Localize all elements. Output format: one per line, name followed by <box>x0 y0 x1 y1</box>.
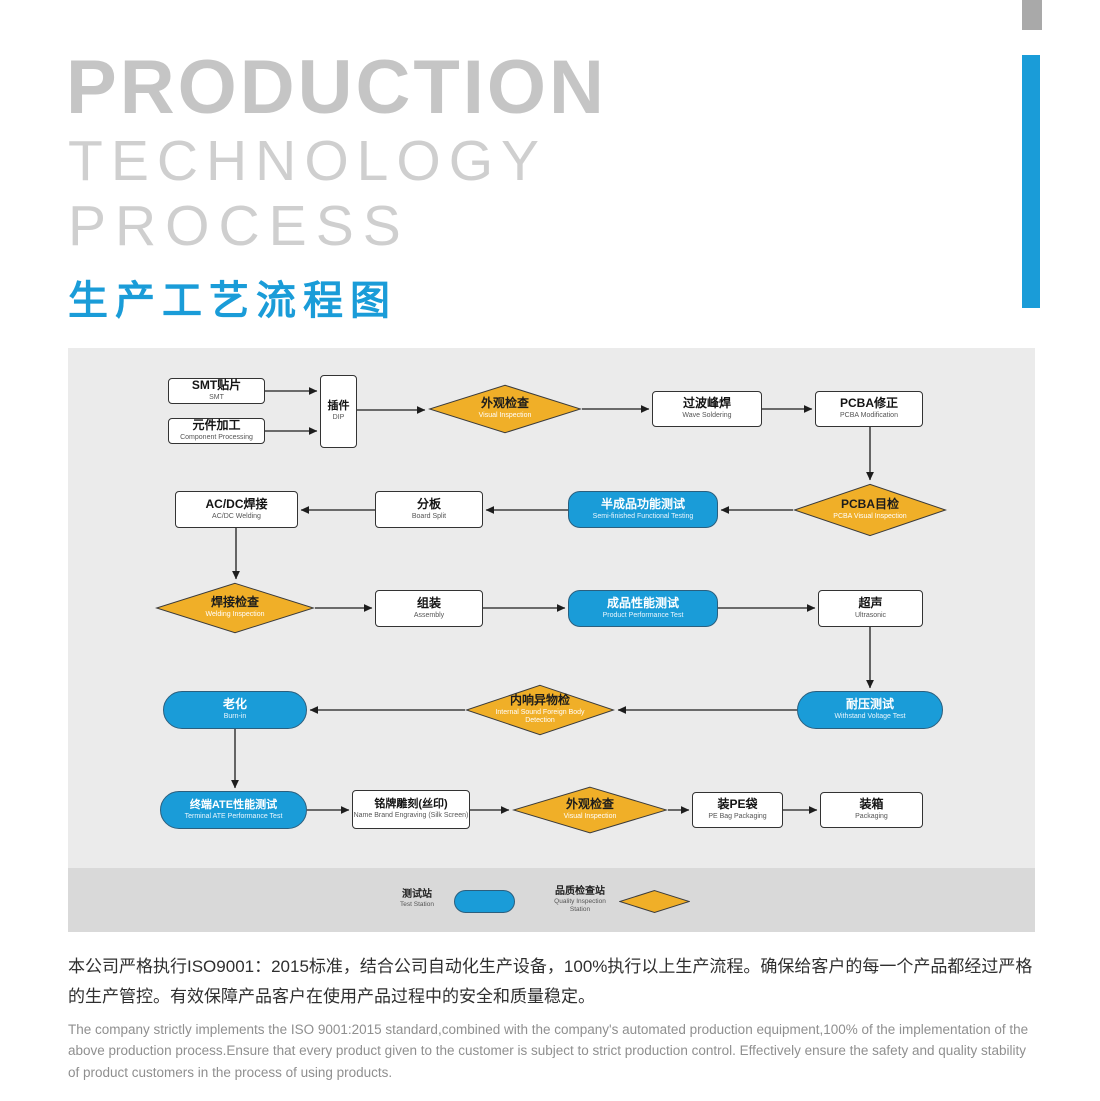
node-label: 铭牌雕刻(丝印) <box>374 798 448 811</box>
node-label: PCBA修正 <box>839 396 898 411</box>
node-sublabel: Product Performance Test <box>602 611 684 619</box>
node-label: 外观检查 <box>480 396 529 411</box>
legend-test-station-shape <box>454 890 515 913</box>
node-label: 终端ATE性能测试 <box>189 798 278 811</box>
node-sublabel: AC/DC Welding <box>212 512 261 520</box>
node-ultrasonic: 超声 Ultrasonic <box>818 590 923 627</box>
node-pcba-visual-inspection: PCBA目检 PCBA Visual Inspection <box>793 483 947 537</box>
node-label: 装箱 <box>859 797 884 812</box>
node-pcba-modification: PCBA修正 PCBA Modification <box>815 391 923 427</box>
node-label: 过波峰焊 <box>682 396 731 411</box>
node-internal-sound-detection: 内响异物检 Internal Sound Foreign Body Detect… <box>465 684 615 736</box>
node-acdc-welding: AC/DC焊接 AC/DC Welding <box>175 491 298 528</box>
node-label: 半成品功能测试 <box>600 496 685 511</box>
subtitle-chinese: 生产工艺流程图 <box>68 279 397 323</box>
node-label: 外观检查 <box>565 797 614 812</box>
legend-quality-station-shape <box>619 890 690 913</box>
node-sublabel: PCBA Modification <box>840 412 898 420</box>
node-sublabel: Ultrasonic <box>854 611 887 619</box>
paragraph-english: The company strictly implements the ISO … <box>68 1021 1029 1080</box>
node-label: SMT贴片 <box>191 378 242 393</box>
node-wave-soldering: 过波峰焊 Wave Soldering <box>652 391 762 427</box>
node-label: AC/DC焊接 <box>205 496 268 511</box>
node-sublabel: Visual Inspection <box>563 813 617 821</box>
node-visual-inspection-2: 外观检查 Visual Inspection <box>512 786 668 834</box>
node-burn-in: 老化 Burn-in <box>163 691 307 729</box>
legend-label-text: 品质检查站 <box>555 886 605 897</box>
legend-sublabel-text: Quality Inspection Station <box>554 898 606 913</box>
node-sublabel: Withstand Voltage Test <box>834 713 906 721</box>
node-smt: SMT贴片 SMT <box>168 378 265 404</box>
node-label: 焊接检查 <box>210 595 259 610</box>
node-sublabel: Semi-finished Functional Testing <box>592 512 694 520</box>
legend-test-station-label: 测试站 Test Station <box>386 889 448 909</box>
node-terminal-ate-test: 终端ATE性能测试 Terminal ATE Performance Test <box>160 791 307 829</box>
node-label: PCBA目检 <box>840 497 899 512</box>
node-product-performance-test: 成品性能测试 Product Performance Test <box>568 590 718 627</box>
node-sublabel: Welding Inspection <box>205 611 265 619</box>
node-board-split: 分板 Board Split <box>375 491 483 528</box>
title-process: PROCESS <box>68 194 410 258</box>
legend-strip <box>68 868 1035 932</box>
node-sublabel: Burn-in <box>223 713 247 721</box>
node-sublabel: PCBA Visual Inspection <box>833 513 907 521</box>
paragraph-chinese: 本公司严格执行ISO9001：2015标准，结合公司自动化生产设备，100%执行… <box>68 957 1033 1006</box>
node-sublabel: Component Processing <box>180 434 253 442</box>
diamond-shape <box>512 786 668 834</box>
title-technology: TECHNOLOGY <box>68 129 548 193</box>
title-production: PRODUCTION <box>66 45 607 130</box>
node-label: 超声 <box>858 595 883 610</box>
node-welding-inspection: 焊接检查 Welding Inspection <box>155 582 315 634</box>
node-sublabel: Terminal ATE Performance Test <box>184 812 283 820</box>
node-dip: 插件 DIP <box>320 375 357 448</box>
node-label: 装PE袋 <box>717 797 758 812</box>
legend-label-text: 测试站 <box>402 889 432 900</box>
node-component-processing: 元件加工 Component Processing <box>168 418 265 444</box>
node-label: 组装 <box>416 595 441 610</box>
node-visual-inspection-1: 外观检查 Visual Inspection <box>428 384 582 434</box>
node-label: 元件加工 <box>192 418 241 433</box>
node-packaging: 装箱 Packaging <box>820 792 923 828</box>
node-withstand-voltage-test: 耐压测试 Withstand Voltage Test <box>797 691 943 729</box>
node-sublabel: PE Bag Packaging <box>708 813 767 821</box>
node-sublabel: Internal Sound Foreign Body Detection <box>495 709 585 725</box>
node-label: 分板 <box>416 496 441 511</box>
node-sublabel: Visual Inspection <box>478 412 532 420</box>
diamond-shape <box>793 483 947 537</box>
node-semi-finished-test: 半成品功能测试 Semi-finished Functional Testing <box>568 491 718 528</box>
node-engraving: 铭牌雕刻(丝印) Name Brand Engraving (Silk Scre… <box>352 790 470 829</box>
diamond-shape <box>155 582 315 634</box>
node-sublabel: Wave Soldering <box>682 412 732 420</box>
node-sublabel: DIP <box>332 414 345 422</box>
node-label: 耐压测试 <box>845 697 894 712</box>
node-pe-bag: 装PE袋 PE Bag Packaging <box>692 792 783 828</box>
flowchart-panel: SMT贴片 SMT 元件加工 Component Processing 插件 D… <box>68 348 1035 932</box>
node-assembly: 组装 Assembly <box>375 590 483 627</box>
legend-sublabel-text: Test Station <box>400 901 434 908</box>
node-sublabel: Assembly <box>413 611 445 619</box>
node-sublabel: SMT <box>209 394 224 402</box>
corner-tab <box>1022 0 1042 30</box>
accent-bar <box>1022 55 1040 308</box>
node-label: 老化 <box>222 697 247 712</box>
diamond-shape <box>428 384 582 434</box>
legend-quality-station-label: 品质检查站 Quality Inspection Station <box>544 886 616 914</box>
flow-arrows <box>231 387 874 814</box>
node-label: 成品性能测试 <box>606 595 679 610</box>
node-label: 内响异物检 <box>509 693 570 708</box>
node-label: 插件 <box>327 400 350 413</box>
node-sublabel: Board Split <box>411 512 447 520</box>
footer: 本公司严格执行ISO9001：2015标准，结合公司自动化生产设备，100%执行… <box>68 952 1036 1083</box>
diamond-shape <box>465 684 615 736</box>
node-sublabel: Name Brand Engraving (Silk Screen) <box>353 812 469 820</box>
node-sublabel: Packaging <box>855 813 888 821</box>
